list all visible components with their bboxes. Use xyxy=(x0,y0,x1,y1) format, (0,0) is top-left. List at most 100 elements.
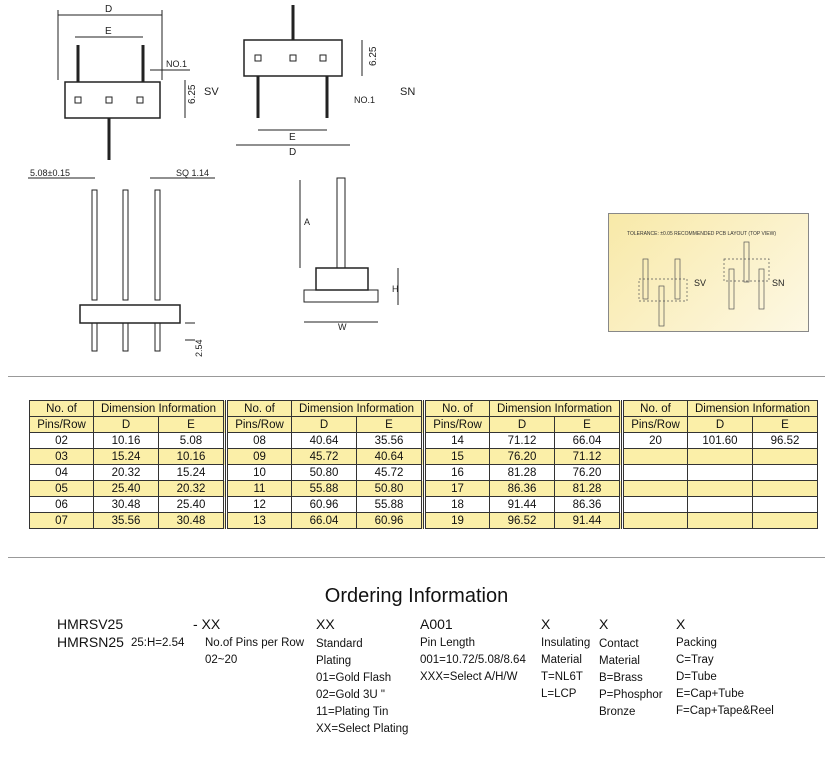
ordering-line: P=Phosphor xyxy=(599,689,663,701)
header-e: E xyxy=(158,416,225,433)
cell-e: 5.08 xyxy=(158,432,225,449)
block-divider xyxy=(421,400,426,417)
ordering-line: 11=Plating Tin xyxy=(316,706,389,718)
cell-pins: 07 xyxy=(29,512,94,529)
ordering-line: 02=Gold 3U " xyxy=(316,689,385,701)
svg-text:SN: SN xyxy=(772,278,785,288)
sv-label: SV xyxy=(204,86,219,98)
packing-code: X xyxy=(676,616,686,632)
ordering-line: B=Brass xyxy=(599,672,643,684)
cell-e: 81.28 xyxy=(554,480,621,497)
cell-e: 15.24 xyxy=(158,464,225,481)
svg-text:SQ 1.14: SQ 1.14 xyxy=(176,168,209,178)
block-divider xyxy=(421,464,426,481)
cell-e xyxy=(752,464,818,481)
cell-pins: 05 xyxy=(29,480,94,497)
ordering-line: Standard xyxy=(316,638,363,650)
block-divider xyxy=(223,496,228,513)
cell-d: 71.12 xyxy=(489,432,555,449)
ordering-line: XX=Select Plating xyxy=(316,723,409,735)
block-divider xyxy=(619,512,624,529)
cell-pins: 04 xyxy=(29,464,94,481)
cell-d: 86.36 xyxy=(489,480,555,497)
pins-code: - XX xyxy=(193,616,221,632)
cell-pins: 14 xyxy=(425,432,490,449)
header-pins-row: Pins/Row xyxy=(425,416,490,433)
part-number-sn: HMRSN25 xyxy=(57,634,124,650)
cell-pins: 16 xyxy=(425,464,490,481)
ordering-line: Packing xyxy=(676,637,717,649)
cell-e: 66.04 xyxy=(554,432,621,449)
side-view-drawing: 5.08±0.15 SQ 1.14 2.54 xyxy=(28,168,215,357)
cell-d: 25.40 xyxy=(93,480,159,497)
cell-e: 45.72 xyxy=(356,464,423,481)
divider xyxy=(8,376,825,377)
sn-view-drawing: E D NO.1 6.25 SN xyxy=(236,5,415,158)
ordering-line: F=Cap+Tape&Reel xyxy=(676,705,774,717)
ordering-line: XXX=Select A/H/W xyxy=(420,671,518,683)
cell-pins: 20 xyxy=(623,432,688,449)
block-divider xyxy=(619,496,624,513)
pcb-layout-figure: TOLERANCE: ±0.05 RECOMMENDED PCB LAYOUT … xyxy=(608,213,809,332)
cell-e xyxy=(752,496,818,513)
cell-e: 55.88 xyxy=(356,496,423,513)
cell-pins: 08 xyxy=(227,432,292,449)
block-divider xyxy=(223,416,228,433)
cell-d xyxy=(687,512,753,529)
cell-pins: 18 xyxy=(425,496,490,513)
cell-d: 30.48 xyxy=(93,496,159,513)
cell-pins xyxy=(623,448,688,465)
header-dimension: Dimension Information xyxy=(489,400,621,417)
ordering-line: 02~20 xyxy=(205,654,238,666)
cell-d: 35.56 xyxy=(93,512,159,529)
cell-d: 66.04 xyxy=(291,512,357,529)
svg-text:6.25: 6.25 xyxy=(368,46,379,66)
header-dimension: Dimension Information xyxy=(93,400,225,417)
cell-d: 15.24 xyxy=(93,448,159,465)
cell-pins: 12 xyxy=(227,496,292,513)
ordering-line: E=Cap+Tube xyxy=(676,688,744,700)
svg-text:A: A xyxy=(304,217,310,227)
header-d: D xyxy=(687,416,753,433)
cell-d: 101.60 xyxy=(687,432,753,449)
cell-e: 50.80 xyxy=(356,480,423,497)
cell-pins xyxy=(623,512,688,529)
cell-d: 20.32 xyxy=(93,464,159,481)
cell-e: 25.40 xyxy=(158,496,225,513)
block-divider xyxy=(421,432,426,449)
sv-view-drawing: D E NO.1 6.25 SV xyxy=(57,4,219,160)
cell-d: 40.64 xyxy=(291,432,357,449)
cell-pins: 19 xyxy=(425,512,490,529)
cell-pins: 11 xyxy=(227,480,292,497)
ordering-line: Contact xyxy=(599,638,639,650)
ordering-line: Insulating xyxy=(541,637,591,649)
plating-code: XX xyxy=(316,616,335,632)
ordering-line: D=Tube xyxy=(676,671,717,683)
cell-e: 60.96 xyxy=(356,512,423,529)
ordering-line: L=LCP xyxy=(541,688,577,700)
svg-text:2.54: 2.54 xyxy=(194,339,204,357)
pcb-layout-title: TOLERANCE: ±0.05 RECOMMENDED PCB LAYOUT … xyxy=(627,231,776,237)
header-pins: No. of xyxy=(29,400,94,417)
cell-pins: 17 xyxy=(425,480,490,497)
ordering-line: Material xyxy=(599,655,640,667)
cell-e: 86.36 xyxy=(554,496,621,513)
cell-pins xyxy=(623,464,688,481)
ordering-title: Ordering Information xyxy=(324,585,509,607)
svg-text:H: H xyxy=(392,284,399,294)
svg-text:W: W xyxy=(338,322,347,332)
cell-e xyxy=(752,512,818,529)
insulating-code: X xyxy=(541,616,551,632)
cell-d xyxy=(687,496,753,513)
header-pins: No. of xyxy=(425,400,490,417)
